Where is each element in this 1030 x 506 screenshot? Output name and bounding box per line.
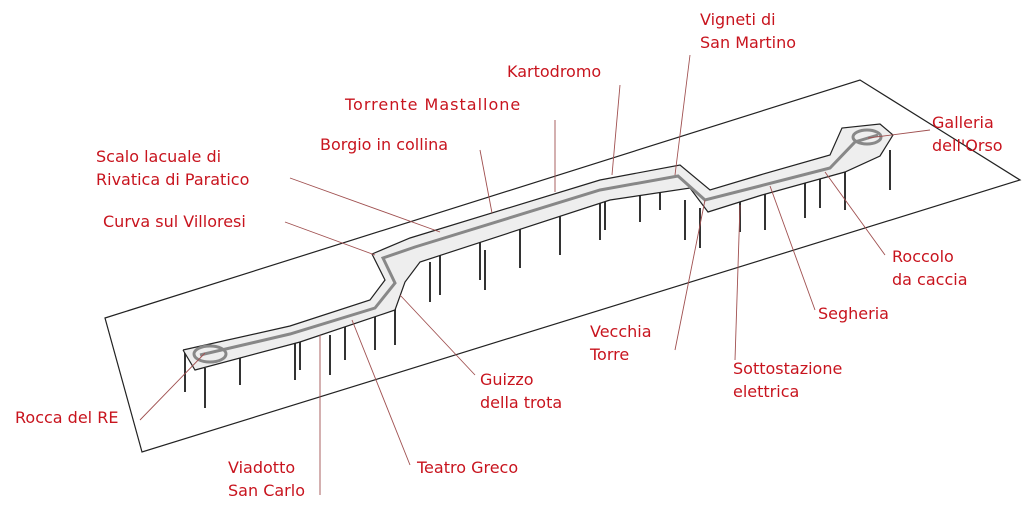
leader-line: [867, 129, 931, 139]
label-teatro: Teatro Greco: [417, 458, 519, 477]
leader-line: [674, 199, 706, 351]
label-rocca: Rocca del RE: [15, 408, 119, 427]
leader-line: [351, 319, 411, 466]
label-torrente: Torrente Mastallone: [345, 95, 522, 114]
leader-line: [284, 221, 376, 256]
leader-line: [479, 149, 493, 214]
leader-line: [399, 294, 476, 376]
label-kartodromo: Kartodromo: [507, 62, 602, 81]
leader-line: [674, 54, 691, 176]
leader-lines: [139, 54, 931, 495]
leader-line: [769, 185, 816, 311]
track-line: [199, 133, 879, 357]
label-segheria: Segheria: [818, 304, 889, 323]
leader-line: [611, 84, 621, 176]
leader-line: [734, 204, 741, 361]
module-edge: [182, 123, 894, 371]
loop-right: [851, 128, 883, 146]
leader-line: [139, 352, 206, 421]
base-plane: [104, 79, 1022, 453]
label-curva: Curva sul Villoresi: [103, 212, 246, 231]
leader-line: [824, 171, 886, 256]
loop-left: [192, 344, 228, 364]
label-borgio: Borgio in collina: [320, 135, 449, 154]
leader-line: [289, 177, 441, 233]
